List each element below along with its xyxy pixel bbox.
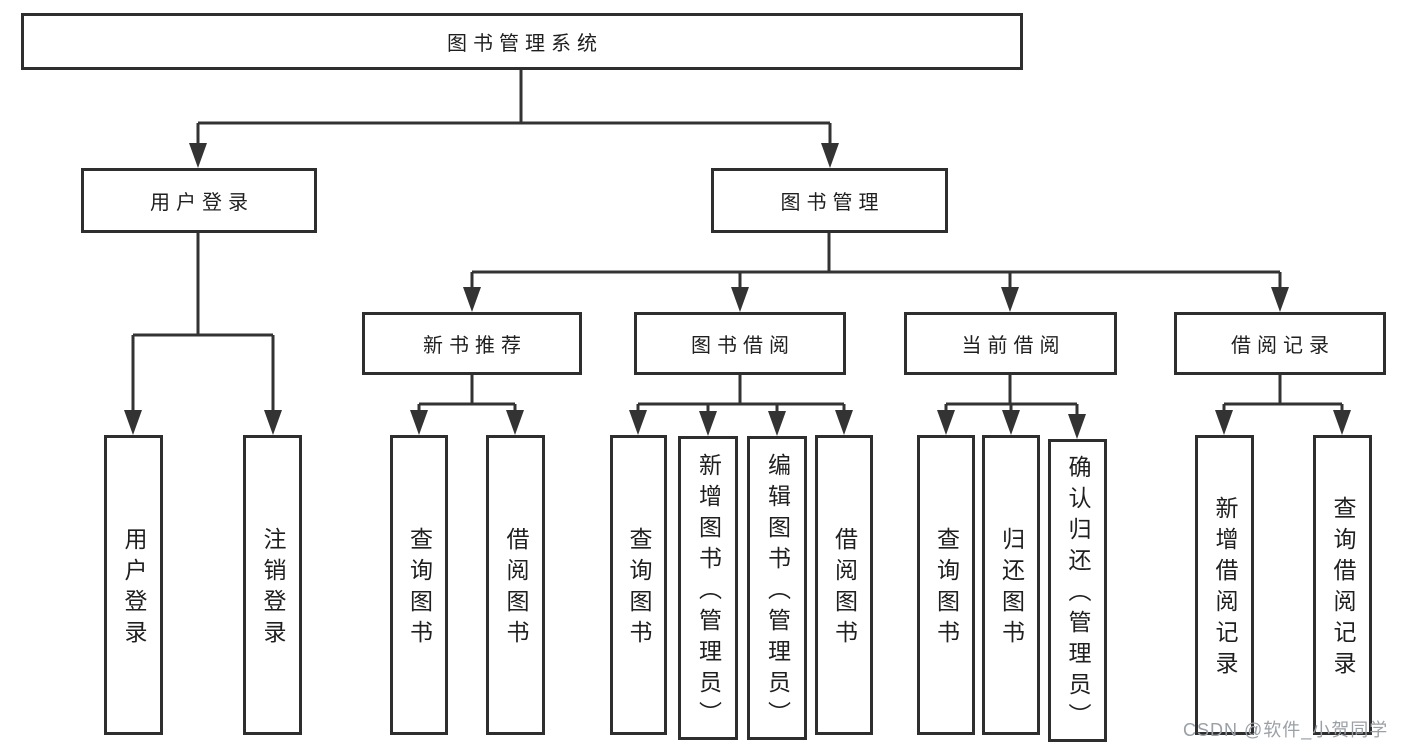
arrow-down-icon [124,410,142,435]
node-borrowing-records-label: 借阅记录 [1231,335,1335,357]
node-new-book-recommend: 新书推荐 [362,312,582,375]
leaf-br-query-record: 查询借阅记录 [1313,435,1372,735]
branch-user-login-arrows [124,410,282,435]
branch-borrowing-records-arrows [1215,410,1351,435]
leaf-nb-query-books: 查询图书 [390,435,448,735]
arrow-down-icon [410,410,428,435]
leaf-br-add-record-label: 新增借阅记录 [1212,496,1238,682]
leaf-bb-add-books-admin-label: 新增图书（管理员） [695,452,722,732]
branch-new-book-recommend-arrows [410,410,524,435]
leaf-br-add-record: 新增借阅记录 [1195,435,1254,735]
branch-new-book-recommend [417,375,517,418]
leaf-cb-confirm-return-admin-label: 确认归还（管理员） [1065,455,1091,734]
leaf-cb-query-books: 查询图书 [917,435,975,735]
leaf-logout-label: 注销登录 [260,527,286,651]
node-user-login: 用户登录 [81,168,317,233]
leaf-user-login-label: 用户登录 [121,527,147,651]
arrow-down-icon [189,143,207,168]
arrow-down-icon [629,410,647,435]
leaf-bb-borrow-books: 借阅图书 [815,435,873,735]
branch-root-arrows [189,143,839,168]
arrow-down-icon [1001,287,1019,312]
leaf-user-login: 用户登录 [104,435,163,735]
arrow-down-icon [1215,410,1233,435]
leaf-nb-borrow-books: 借阅图书 [486,435,545,735]
branch-root [196,70,832,150]
branch-book-management [470,233,1282,294]
branch-book-borrowing-arrows [629,410,853,436]
node-book-borrowing: 图书借阅 [634,312,846,375]
node-root: 图书管理系统 [21,13,1023,70]
arrow-down-icon [835,410,853,435]
arrow-down-icon [699,411,717,436]
branch-user-login [131,233,275,417]
arrow-down-icon [1271,287,1289,312]
arrow-down-icon [821,143,839,168]
leaf-bb-add-books-admin: 新增图书（管理员） [678,436,738,740]
arrow-down-icon [731,287,749,312]
node-user-login-label: 用户登录 [150,192,254,214]
node-borrowing-records: 借阅记录 [1174,312,1386,375]
leaf-cb-confirm-return-admin: 确认归还（管理员） [1048,439,1107,742]
arrow-down-icon [768,411,786,436]
leaf-logout: 注销登录 [243,435,302,735]
node-current-borrowing-label: 当前借阅 [961,335,1066,357]
leaf-bb-edit-books-admin: 编辑图书（管理员） [747,436,807,740]
branch-book-management-arrows [463,287,1289,312]
node-book-management: 图书管理 [711,168,948,233]
node-root-label: 图书管理系统 [447,33,603,55]
leaf-cb-query-books-label: 查询图书 [933,527,960,651]
arrow-down-icon [463,287,481,312]
branch-borrowing-records [1222,375,1344,418]
arrow-down-icon [1333,410,1351,435]
arrow-down-icon [1002,410,1020,435]
leaf-cb-return-books: 归还图书 [982,435,1040,735]
csdn-watermark: CSDN @软件_小贺同学 [1183,720,1389,740]
arrow-down-icon [264,410,282,435]
node-current-borrowing: 当前借阅 [904,312,1117,375]
leaf-bb-query-books-label: 查询图书 [626,527,652,651]
leaf-nb-query-books-label: 查询图书 [406,527,433,651]
node-new-book-recommend-label: 新书推荐 [423,335,527,357]
leaf-nb-borrow-books-label: 借阅图书 [503,527,529,651]
node-book-management-label: 图书管理 [780,192,885,214]
arrow-down-icon [1068,414,1086,439]
arrow-down-icon [937,410,955,435]
leaf-bb-borrow-books-label: 借阅图书 [831,527,858,651]
node-book-borrowing-label: 图书借阅 [691,335,795,357]
leaf-bb-query-books: 查询图书 [610,435,667,735]
arrow-down-icon [506,410,524,435]
branch-current-borrowing-arrows [937,410,1086,439]
leaf-bb-edit-books-admin-label: 编辑图书（管理员） [764,452,791,732]
branch-book-borrowing [636,375,846,418]
leaf-br-query-record-label: 查询借阅记录 [1330,496,1356,682]
leaf-cb-return-books-label: 归还图书 [998,527,1025,651]
